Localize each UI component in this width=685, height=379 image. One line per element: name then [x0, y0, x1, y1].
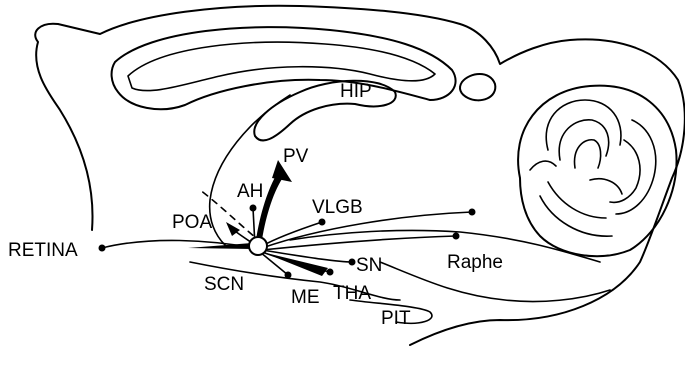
label-raphe: Raphe — [447, 252, 503, 273]
hippocampus-outline — [254, 81, 395, 141]
midbrain-projection — [262, 236, 456, 250]
label-hip: HIP — [340, 81, 372, 102]
label-sn: SN — [356, 255, 382, 276]
tha-dot — [327, 269, 334, 276]
retina-thick-wedge — [188, 243, 252, 249]
label-poa: POA — [172, 212, 212, 233]
label-pv: PV — [283, 146, 309, 167]
scn-nucleus — [249, 237, 267, 255]
superior-colliculus — [460, 74, 495, 100]
retina-dot — [99, 245, 106, 252]
label-scn: SCN — [204, 274, 244, 295]
raphe-projection — [262, 212, 472, 248]
me-dot — [285, 272, 292, 279]
ah-dot — [250, 205, 257, 212]
midbrain-dot — [453, 233, 460, 240]
projections — [102, 190, 472, 275]
label-vlgb: VLGB — [312, 197, 363, 218]
sn-dot — [349, 259, 356, 266]
corpus-callosum — [112, 27, 456, 109]
vlgb-dot — [319, 219, 326, 226]
cerebellum — [518, 86, 676, 257]
label-ah: AH — [237, 181, 263, 202]
raphe-dot — [469, 209, 476, 216]
label-retina: RETINA — [8, 240, 78, 261]
label-me: ME — [291, 287, 320, 308]
label-tha: THA — [333, 283, 371, 304]
label-pit: PIT — [381, 308, 411, 329]
corpus-callosum-inner — [128, 42, 435, 90]
